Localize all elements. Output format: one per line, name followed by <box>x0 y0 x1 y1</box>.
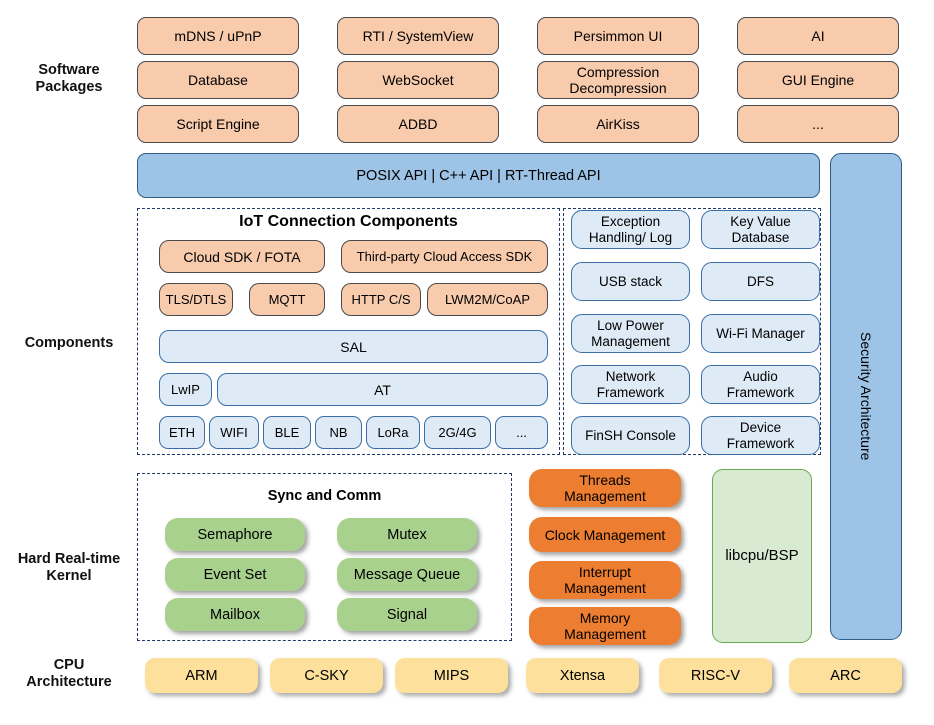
package-box[interactable]: mDNS / uPnP <box>137 17 299 55</box>
package-box[interactable]: GUI Engine <box>737 61 899 99</box>
cpu-arch-box[interactable]: ARC <box>789 658 902 693</box>
iot-link-box[interactable]: ETH <box>159 416 205 449</box>
iot-connection-group <box>137 208 560 455</box>
package-box[interactable]: AI <box>737 17 899 55</box>
row-label-kernel: Hard Real-time Kernel <box>17 551 121 584</box>
kernel-object-box[interactable]: Event Set <box>165 558 305 591</box>
row-label-cpu: CPU Architecture <box>26 657 112 690</box>
component-box[interactable]: Exception Handling/ Log <box>571 210 690 249</box>
iot-box[interactable]: MQTT <box>249 283 325 316</box>
sync-and-comm-group <box>137 473 512 641</box>
kernel-object-box[interactable]: Mailbox <box>165 598 305 631</box>
package-box[interactable]: ... <box>737 105 899 143</box>
cpu-arch-box[interactable]: MIPS <box>395 658 508 693</box>
component-box[interactable]: Low Power Management <box>571 314 690 353</box>
kernel-object-box[interactable]: Semaphore <box>165 518 305 551</box>
package-box[interactable]: AirKiss <box>537 105 699 143</box>
libcpu-bsp-box[interactable]: libcpu/BSP <box>712 469 812 643</box>
iot-box[interactable]: Third-party Cloud Access SDK <box>341 240 548 273</box>
component-box[interactable]: FinSH Console <box>571 416 690 455</box>
iot-link-box[interactable]: WIFI <box>209 416 259 449</box>
package-box[interactable]: RTI / SystemView <box>337 17 499 55</box>
component-box[interactable]: Device Framework <box>701 416 820 455</box>
package-box[interactable]: Compression Decompression <box>537 61 699 99</box>
package-box[interactable]: Database <box>137 61 299 99</box>
component-box[interactable]: Wi-Fi Manager <box>701 314 820 353</box>
row-label-components: Components <box>24 335 114 351</box>
iot-link-box[interactable]: NB <box>315 416 362 449</box>
cpu-arch-box[interactable]: ARM <box>145 658 258 693</box>
component-box[interactable]: Audio Framework <box>701 365 820 404</box>
sync-and-comm-title: Sync and Comm <box>267 488 382 504</box>
security-architecture-column[interactable]: Security Architecture <box>830 153 902 640</box>
component-box[interactable]: Network Framework <box>571 365 690 404</box>
iot-box[interactable]: TLS/DTLS <box>159 283 233 316</box>
iot-box-lwip[interactable]: LwIP <box>159 373 212 406</box>
cpu-arch-box[interactable]: C-SKY <box>270 658 383 693</box>
iot-box[interactable]: LWM2M/CoAP <box>427 283 548 316</box>
iot-box[interactable]: Cloud SDK / FOTA <box>159 240 325 273</box>
security-architecture-label: Security Architecture <box>858 332 874 461</box>
api-layer-bar[interactable]: POSIX API | C++ API | RT-Thread API <box>137 153 820 198</box>
component-box[interactable]: USB stack <box>571 262 690 301</box>
components-group <box>563 208 821 455</box>
package-box[interactable]: WebSocket <box>337 61 499 99</box>
kernel-management-box[interactable]: Threads Management <box>529 469 681 507</box>
package-box[interactable]: Script Engine <box>137 105 299 143</box>
iot-link-box[interactable]: BLE <box>263 416 311 449</box>
kernel-management-box[interactable]: Memory Management <box>529 607 681 645</box>
cpu-arch-box[interactable]: RISC-V <box>659 658 772 693</box>
iot-box[interactable]: HTTP C/S <box>341 283 421 316</box>
iot-link-box[interactable]: LoRa <box>366 416 420 449</box>
package-box[interactable]: Persimmon UI <box>537 17 699 55</box>
row-label-software-packages: Software Packages <box>35 62 103 95</box>
iot-link-box[interactable]: ... <box>495 416 548 449</box>
cpu-arch-box[interactable]: Xtensa <box>526 658 639 693</box>
component-box[interactable]: DFS <box>701 262 820 301</box>
kernel-object-box[interactable]: Mutex <box>337 518 477 551</box>
iot-group-title: IoT Connection Components <box>239 213 458 230</box>
iot-box-sal[interactable]: SAL <box>159 330 548 363</box>
kernel-management-box[interactable]: Clock Management <box>529 517 681 552</box>
iot-box-at[interactable]: AT <box>217 373 548 406</box>
kernel-object-box[interactable]: Message Queue <box>337 558 477 591</box>
kernel-object-box[interactable]: Signal <box>337 598 477 631</box>
kernel-management-box[interactable]: Interrupt Management <box>529 561 681 599</box>
component-box[interactable]: Key Value Database <box>701 210 820 249</box>
iot-link-box[interactable]: 2G/4G <box>424 416 491 449</box>
package-box[interactable]: ADBD <box>337 105 499 143</box>
